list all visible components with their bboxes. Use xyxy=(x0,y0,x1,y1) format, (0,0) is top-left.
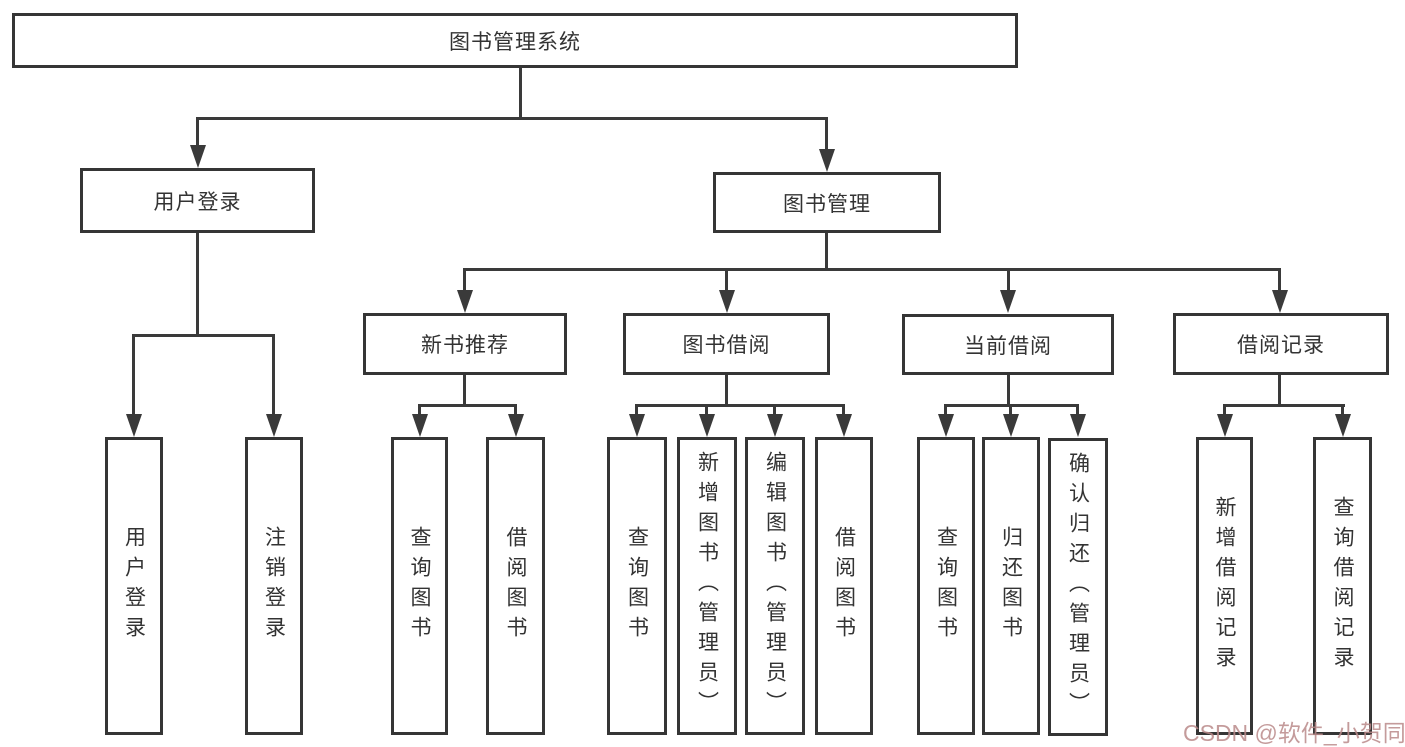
connector-line xyxy=(825,231,828,271)
leaf-add-book-admin: 新增图书（管理员） xyxy=(677,437,737,735)
connector-line xyxy=(1278,373,1281,406)
node-book-borrow: 图书借阅 xyxy=(623,313,830,375)
leaf-query-books-borrow: 查询图书 xyxy=(607,437,667,735)
arrow-down-icon xyxy=(1217,414,1233,437)
connector-line xyxy=(418,404,517,407)
node-label: 当前借阅 xyxy=(964,334,1052,358)
node-label: 用户登录 xyxy=(122,526,146,646)
node-label: 借阅图书 xyxy=(832,526,856,646)
leaf-edit-book-admin: 编辑图书（管理员） xyxy=(745,437,805,735)
connector-line xyxy=(705,404,708,416)
node-user-login: 用户登录 xyxy=(80,168,315,233)
node-new-book-recommend: 新书推荐 xyxy=(363,313,567,375)
arrow-down-icon xyxy=(457,290,473,313)
connector-line xyxy=(1223,404,1226,416)
node-label: 图书管理系统 xyxy=(449,30,581,54)
connector-line xyxy=(825,117,828,151)
connector-line xyxy=(1223,404,1345,407)
arrow-down-icon xyxy=(1003,414,1019,437)
connector-line xyxy=(773,404,776,416)
leaf-query-books-recommend: 查询图书 xyxy=(391,437,448,735)
connector-line xyxy=(132,334,275,337)
connector-line xyxy=(196,117,828,120)
connector-line xyxy=(463,268,1281,271)
connector-line xyxy=(1278,268,1281,292)
connector-line xyxy=(463,268,466,292)
connector-line xyxy=(1009,404,1012,416)
node-label: 注销登录 xyxy=(262,526,286,646)
connector-line xyxy=(514,404,517,416)
arrow-down-icon xyxy=(767,414,783,437)
connector-line xyxy=(725,373,728,406)
leaf-borrow-books-recommend: 借阅图书 xyxy=(486,437,545,735)
connector-line xyxy=(132,334,135,416)
leaf-borrow-books: 借阅图书 xyxy=(815,437,873,735)
arrow-down-icon xyxy=(1000,290,1016,313)
connector-line xyxy=(635,404,845,407)
leaf-user-login: 用户登录 xyxy=(105,437,163,735)
connector-line xyxy=(463,373,466,406)
node-root: 图书管理系统 xyxy=(12,13,1018,68)
node-book-management: 图书管理 xyxy=(713,172,941,233)
arrow-down-icon xyxy=(819,149,835,172)
node-label: 图书借阅 xyxy=(682,334,771,357)
arrow-down-icon xyxy=(836,414,852,437)
leaf-add-borrow-record: 新增借阅记录 xyxy=(1196,437,1253,735)
arrow-down-icon xyxy=(719,290,735,313)
connector-line xyxy=(635,404,638,416)
leaf-logout: 注销登录 xyxy=(245,437,303,735)
node-label: 借阅图书 xyxy=(504,526,527,646)
arrow-down-icon xyxy=(126,414,142,437)
connector-line xyxy=(1076,404,1079,416)
node-label: 借阅记录 xyxy=(1237,334,1325,357)
arrow-down-icon xyxy=(508,414,524,437)
leaf-query-borrow-record: 查询借阅记录 xyxy=(1313,437,1372,735)
connector-line xyxy=(196,231,199,336)
connector-line xyxy=(519,66,522,119)
arrow-down-icon xyxy=(938,414,954,437)
node-borrow-record: 借阅记录 xyxy=(1173,313,1389,375)
node-label: 查询图书 xyxy=(934,526,958,646)
leaf-query-books-current: 查询图书 xyxy=(917,437,975,735)
arrow-down-icon xyxy=(1272,290,1288,313)
connector-line xyxy=(1341,404,1344,416)
node-label: 新增图书（管理员） xyxy=(695,451,719,721)
connector-line xyxy=(944,404,947,416)
arrow-down-icon xyxy=(266,414,282,437)
leaf-confirm-return-admin: 确认归还（管理员） xyxy=(1048,438,1108,736)
connector-line xyxy=(1007,268,1010,292)
connector-line xyxy=(272,334,275,416)
node-label: 查询图书 xyxy=(625,526,649,646)
connector-line xyxy=(418,404,421,416)
connector-line xyxy=(1007,373,1010,406)
node-label: 新增借阅记录 xyxy=(1213,496,1236,676)
arrow-down-icon xyxy=(699,414,715,437)
connector-line xyxy=(725,268,728,292)
node-label: 查询图书 xyxy=(408,526,431,646)
csdn-watermark: CSDN @软件_小贺同学 xyxy=(1183,720,1405,746)
connector-line xyxy=(842,404,845,416)
node-label: 确认归还（管理员） xyxy=(1066,452,1090,722)
connector-line xyxy=(196,117,199,147)
leaf-return-book: 归还图书 xyxy=(982,437,1040,735)
arrow-down-icon xyxy=(1070,414,1086,437)
node-label: 新书推荐 xyxy=(421,334,509,357)
node-label: 查询借阅记录 xyxy=(1331,496,1354,676)
node-label: 归还图书 xyxy=(999,526,1023,646)
node-label: 编辑图书（管理员） xyxy=(763,451,787,721)
node-label: 图书管理 xyxy=(783,192,871,216)
arrow-down-icon xyxy=(629,414,645,437)
arrow-down-icon xyxy=(1335,414,1351,437)
node-label: 用户登录 xyxy=(153,190,242,214)
node-current-borrow: 当前借阅 xyxy=(902,314,1114,375)
arrow-down-icon xyxy=(190,145,206,168)
arrow-down-icon xyxy=(412,414,428,437)
